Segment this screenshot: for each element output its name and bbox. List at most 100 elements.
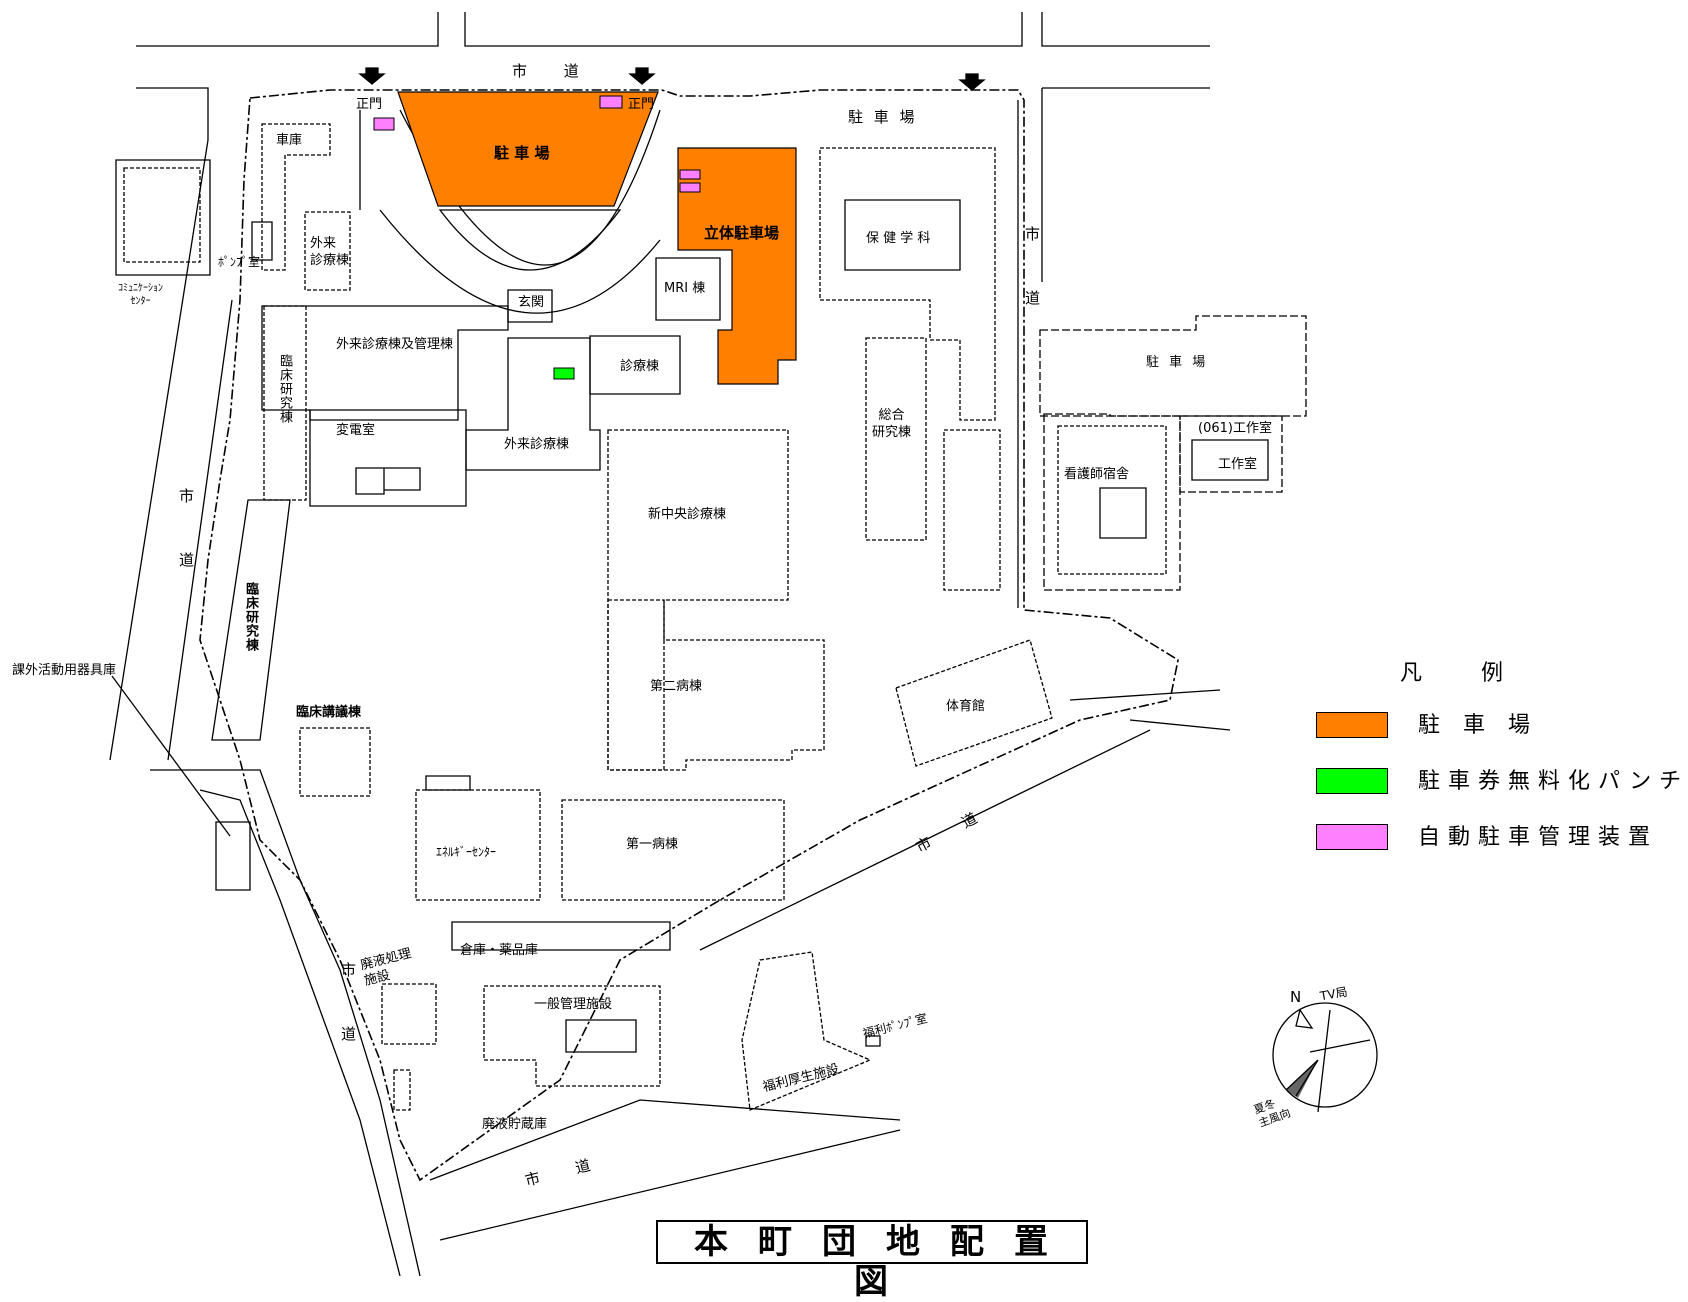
outpatient-clinic-outline: [304, 211, 351, 291]
gate-east-label: 正門: [628, 97, 655, 112]
gate-arrow: [358, 67, 386, 85]
health-science-label: 保 健 学 科: [866, 231, 931, 246]
general-admin-label: 一般管理施設: [534, 997, 613, 1012]
nurses-dorm-inner: [1057, 425, 1167, 575]
compass-circle: [1272, 1002, 1378, 1108]
gate-arrow: [628, 67, 656, 85]
garage-label: 車庫: [276, 133, 303, 148]
legend-heading: 凡 例: [1400, 661, 1529, 686]
road-east-label: 市 道: [1023, 226, 1041, 327]
first-ward-outline: [561, 799, 785, 901]
first-ward-label: 第一病棟: [626, 837, 679, 852]
communication-center-label: ｺﾐｭﾆｹｰｼｮﾝ ｾﾝﾀｰ: [118, 283, 163, 307]
welfare-outline: [741, 951, 872, 1111]
auto-parking-gate-4: [679, 182, 701, 193]
parking-arc: [379, 209, 661, 314]
legend-swatch-parking: [1316, 712, 1388, 738]
road-edge: [1129, 719, 1231, 731]
outpatient-south-label: 外来診療棟: [504, 437, 570, 452]
legend-swatch-punch: [1316, 768, 1388, 794]
communication-center-inner: [123, 167, 201, 263]
energy-center-outline: [415, 789, 541, 901]
clinical-research-north-outline: [263, 305, 307, 501]
auto-parking-gate-3: [679, 169, 701, 180]
east-wing-outline: [943, 429, 1001, 591]
energy-center-label: ｴﾈﾙｷﾞｰｾﾝﾀｰ: [436, 845, 497, 859]
substation-outline: [309, 409, 467, 507]
gym-label: 体育館: [946, 699, 986, 714]
outpatient-south-outline: [465, 337, 601, 471]
equipment-store-label: 課外活動用器具庫: [12, 663, 117, 678]
gym-outline: [895, 639, 1053, 767]
road-edge: [199, 789, 401, 1276]
workshop-outline: [1179, 415, 1283, 493]
second-ward-label: 第二病棟: [650, 679, 703, 694]
welfare-pump-outline: [865, 1035, 881, 1047]
site-boundary: [199, 89, 1179, 1182]
parking-main-label: 駐 車 場: [494, 144, 550, 162]
waste-storage-label: 廃液貯蔵庫: [482, 1117, 548, 1132]
auto-parking-gate-2: [599, 95, 623, 109]
equipment-store-leader: [111, 675, 231, 837]
pump-room-outline: [251, 221, 273, 261]
new-central-label: 新中央診療棟: [648, 507, 727, 522]
second-ward-outline: [607, 599, 665, 771]
legend-label-punch: 駐車券無料化パンチ: [1418, 769, 1688, 794]
parking-northeast-outline: [1039, 315, 1307, 417]
legend-label-parking: 駐 車 場: [1418, 713, 1538, 738]
road-edge: [136, 87, 209, 140]
general-research-outline: [865, 337, 927, 541]
legend-swatch-auto: [1316, 824, 1388, 850]
parking-east-label: 駐 車 場: [1146, 355, 1209, 370]
general-admin-outline: [483, 985, 661, 1087]
warehouse-label: 倉庫・薬品庫: [460, 943, 539, 958]
road-edge: [464, 12, 1023, 47]
nurses-dorm-court: [1099, 487, 1147, 539]
clinical-research-west-label: 臨床研究棟: [242, 582, 258, 652]
clinic-label: 診療棟: [620, 359, 660, 374]
road-edge: [150, 769, 421, 1276]
workshop-061-label: (061)工作室: [1198, 421, 1272, 436]
road-top-label: 市 道: [512, 62, 595, 80]
gate-arrow: [958, 73, 986, 91]
compass-north-label: N: [1290, 988, 1302, 1006]
clinical-research-west-outline: [211, 499, 291, 741]
legend-label-auto: 自動駐車管理装置: [1418, 825, 1659, 850]
workshop-inner: [1191, 439, 1269, 481]
clinical-research-north-label: 臨床研究棟: [276, 354, 292, 424]
health-science-outline: [819, 147, 996, 421]
auto-parking-gate-1: [373, 117, 395, 131]
waste-storage-outline: [393, 1069, 411, 1111]
garage-outline: [261, 123, 331, 271]
nurses-dorm-outline: [1043, 413, 1181, 591]
parking-structure: [677, 147, 797, 385]
road-edge: [1041, 12, 1210, 47]
communication-center-outline: [115, 159, 211, 276]
road-edge: [167, 299, 233, 761]
road-edge: [429, 1099, 901, 1181]
parking-northeast-label: 駐 車 場: [848, 108, 918, 126]
mri-label: MRI 棟: [664, 281, 706, 296]
gate-west-label: 正門: [356, 97, 383, 112]
workshop-label: 工作室: [1218, 457, 1258, 472]
general-research-label: 総合 研究棟: [872, 408, 912, 440]
road-edge: [109, 139, 209, 761]
outpatient-clinic-label: 外来 診療棟: [310, 236, 350, 268]
energy-center-annex: [425, 775, 471, 791]
road-edge: [136, 12, 439, 47]
lecture-outline: [299, 727, 371, 797]
road-edge: [1069, 689, 1221, 701]
parking-punch-device: [553, 367, 575, 380]
map-title: 本町団地配置図: [656, 1220, 1088, 1302]
substation-equipment: [355, 467, 421, 495]
pump-room-label: ﾎﾟﾝﾌﾟ室: [218, 255, 261, 269]
new-central-outline: [607, 429, 825, 771]
lecture-label: 臨床講議棟: [296, 705, 362, 720]
admin-outpatient-outline: [261, 305, 509, 421]
equipment-store-outline: [215, 821, 251, 891]
parking-main: [397, 91, 659, 207]
mri-outline: [655, 257, 721, 321]
compass-needle: [1317, 1009, 1331, 1113]
substation-label: 変電室: [336, 423, 376, 438]
